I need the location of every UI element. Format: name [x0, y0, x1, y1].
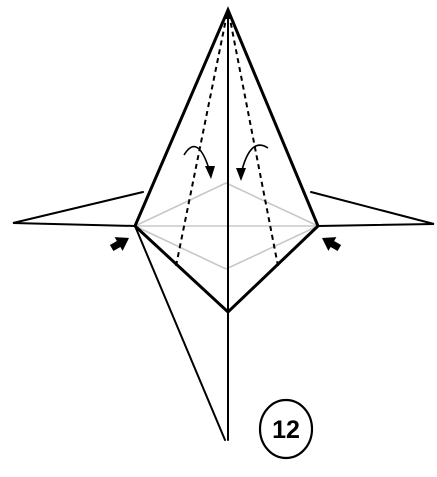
fold-arrowheads	[205, 166, 246, 181]
valley-fold-right	[229, 14, 278, 266]
hidden-crease-top-left	[135, 183, 226, 226]
fold-arrow-right-head	[236, 168, 246, 181]
model-outline	[13, 10, 434, 440]
step-number: 12	[272, 416, 300, 444]
push-arrow-right-icon	[318, 231, 343, 255]
left-wing	[13, 192, 143, 226]
right-wing	[311, 192, 434, 226]
hidden-creases	[135, 183, 318, 269]
hidden-crease-bottom-right	[226, 226, 318, 269]
step-number-badge: 12	[260, 400, 312, 458]
fold-arrow-left-head	[205, 166, 215, 179]
push-arrow-left-icon	[108, 231, 133, 255]
kite-outline	[135, 10, 318, 312]
valley-fold-left	[176, 14, 227, 266]
bottom-flap	[135, 226, 225, 440]
